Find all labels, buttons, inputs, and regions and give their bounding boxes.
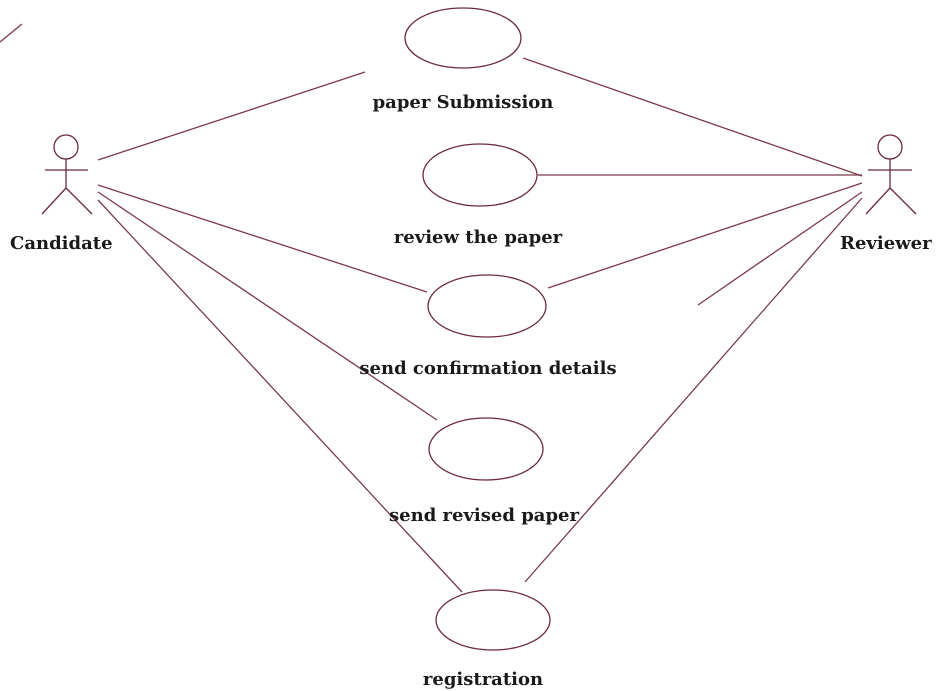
association-reviewer-send-confirmation	[547, 182, 863, 289]
association-candidate-paper-submission	[97, 71, 366, 161]
association-reviewer-paper-submission	[522, 57, 863, 177]
candidate-left-leg	[41, 187, 67, 215]
actor-reviewer[interactable]	[865, 134, 917, 215]
usecase-label-paper-submission: paper Submission	[373, 92, 554, 113]
reviewer-right-leg	[889, 187, 917, 215]
candidate-right-leg	[65, 187, 93, 215]
usecase-send-revised-paper[interactable]	[428, 417, 544, 481]
actor-label-candidate: Candidate	[10, 233, 113, 254]
association-candidate-registration	[97, 199, 463, 593]
usecase-send-confirmation[interactable]	[427, 274, 547, 338]
association-candidate-send-confirmation	[97, 184, 428, 293]
association-reviewer-dangling	[697, 191, 863, 306]
usecase-label-registration: registration	[423, 669, 543, 690]
association-reviewer-registration	[524, 197, 863, 583]
candidate-head	[53, 134, 79, 160]
usecase-label-send-revised-paper: send revised paper	[389, 505, 579, 526]
usecase-label-review-paper: review the paper	[394, 227, 563, 248]
usecase-review-paper[interactable]	[422, 143, 538, 207]
actor-label-reviewer: Reviewer	[840, 233, 932, 254]
usecase-label-send-confirmation: send confirmation details	[359, 358, 616, 379]
usecase-paper-submission[interactable]	[404, 7, 522, 69]
actor-candidate[interactable]	[41, 134, 93, 215]
usecase-registration[interactable]	[435, 589, 551, 651]
stray-line-top-left	[0, 23, 23, 43]
reviewer-left-leg	[865, 187, 891, 215]
association-candidate-send-revised-paper	[97, 191, 438, 421]
reviewer-head	[877, 134, 903, 160]
